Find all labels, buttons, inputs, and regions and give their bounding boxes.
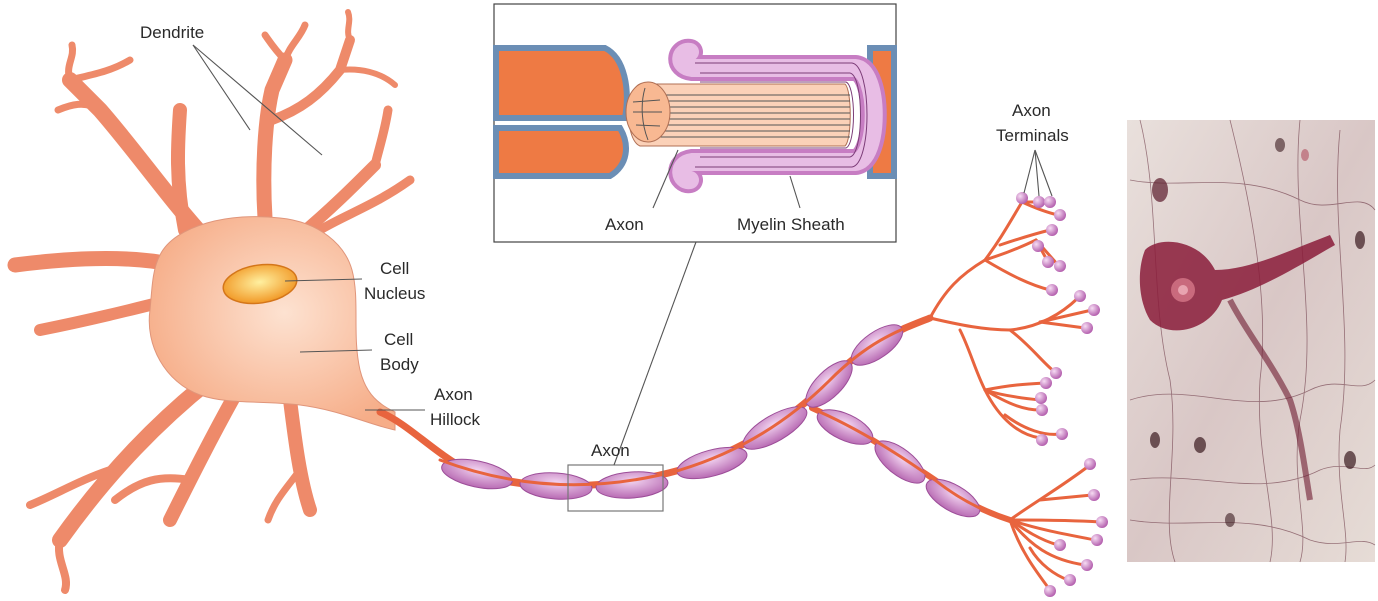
- terminal-bulb: [1040, 377, 1052, 389]
- terminal-bulb: [1036, 434, 1048, 446]
- axon-label: Axon: [591, 441, 630, 460]
- terminal-bulb: [1044, 585, 1056, 597]
- axon-terminals-label-line2: Terminals: [996, 126, 1069, 145]
- axon-hillock-label-line2: Hillock: [430, 410, 481, 429]
- terminal-bulb: [1088, 304, 1100, 316]
- terminal-bulb: [1074, 290, 1086, 302]
- terminal-bulb: [1088, 489, 1100, 501]
- myelin-segment: [439, 454, 515, 494]
- neuron-micrograph: [1127, 120, 1375, 562]
- inset-myelin-sheath-label: Myelin Sheath: [737, 215, 845, 234]
- terminal-bulb: [1035, 392, 1047, 404]
- terminal-bulb: [1036, 404, 1048, 416]
- terminal-bulb: [1046, 284, 1058, 296]
- terminal-bulb: [1044, 196, 1056, 208]
- terminal-bulb: [1032, 240, 1044, 252]
- axon-hillock-label-line1: Axon: [434, 385, 473, 404]
- terminal-bulb: [1084, 458, 1096, 470]
- terminal-bulb: [1081, 559, 1093, 571]
- dendrite-label: Dendrite: [140, 23, 204, 42]
- terminal-bulb: [1091, 534, 1103, 546]
- terminal-bulb: [1016, 192, 1028, 204]
- terminal-bulb: [1050, 367, 1062, 379]
- cell-body-label-line1: Cell: [384, 330, 413, 349]
- terminal-bulb: [1054, 209, 1066, 221]
- terminal-bulb: [1054, 539, 1066, 551]
- cell-body-label-line2: Body: [380, 355, 419, 374]
- terminal-bulb: [1081, 322, 1093, 334]
- myelin-segment: [845, 317, 909, 373]
- cell-nucleus-label-line1: Cell: [380, 259, 409, 278]
- myelin-segments: [439, 317, 985, 524]
- dendrite-leader-1: [193, 45, 250, 130]
- cell-nucleus-label-line2: Nucleus: [364, 284, 425, 303]
- terminal-bulb: [1096, 516, 1108, 528]
- inset-axon-label: Axon: [605, 215, 644, 234]
- terminal-bulb: [1064, 574, 1076, 586]
- axon-terminals-label-line1: Axon: [1012, 101, 1051, 120]
- terminal-bulb: [1054, 260, 1066, 272]
- terminal-bulb: [1042, 256, 1054, 268]
- axon-terminals: [930, 192, 1108, 597]
- axon-terminals-leader-1: [1024, 150, 1035, 193]
- terminal-bulb: [1056, 428, 1068, 440]
- terminal-bulb: [1033, 196, 1045, 208]
- inset-connector: [614, 242, 696, 465]
- myelin-inset: Axon Myelin Sheath: [494, 4, 896, 242]
- axon-core: [440, 318, 930, 485]
- terminal-bulb: [1046, 224, 1058, 236]
